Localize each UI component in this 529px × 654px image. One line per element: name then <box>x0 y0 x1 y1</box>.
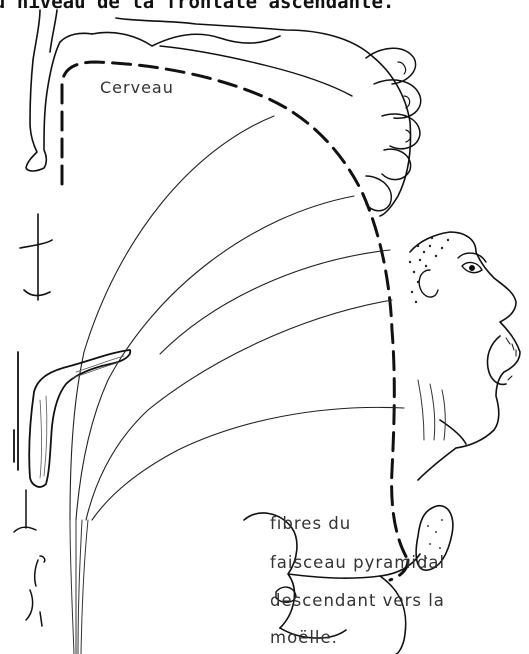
mouth-open <box>488 336 507 384</box>
thumb <box>366 176 391 211</box>
margin-mark <box>20 214 52 300</box>
homunculus-forearm <box>160 46 352 96</box>
finger <box>366 48 416 84</box>
margin-mark <box>14 490 36 532</box>
label-fibres-line-4: moëlle. <box>270 628 338 647</box>
label-fibres-line-3: descendant vers la <box>270 591 445 610</box>
label-fibres-line-1: fibres du <box>270 514 351 533</box>
throat-lines <box>418 380 445 440</box>
teeth <box>506 338 516 380</box>
margin-mark <box>14 352 18 470</box>
throat <box>418 420 466 480</box>
label-fibres-line-2: faisceau pyramidal <box>270 553 445 572</box>
heading-text: u niveau de la frontale ascendante. <box>0 0 394 13</box>
pupil <box>470 266 475 271</box>
homunculus-leg <box>26 10 92 171</box>
ear <box>419 270 438 297</box>
margin-mark <box>26 556 45 626</box>
descending-fibre-bundle <box>70 520 88 654</box>
homunculus-hand-outline <box>116 18 411 216</box>
finger <box>382 114 420 149</box>
finger <box>382 149 411 179</box>
label-cerveau: Cerveau <box>97 78 177 97</box>
page-heading: u niveau de la frontale ascendante. <box>0 0 529 21</box>
